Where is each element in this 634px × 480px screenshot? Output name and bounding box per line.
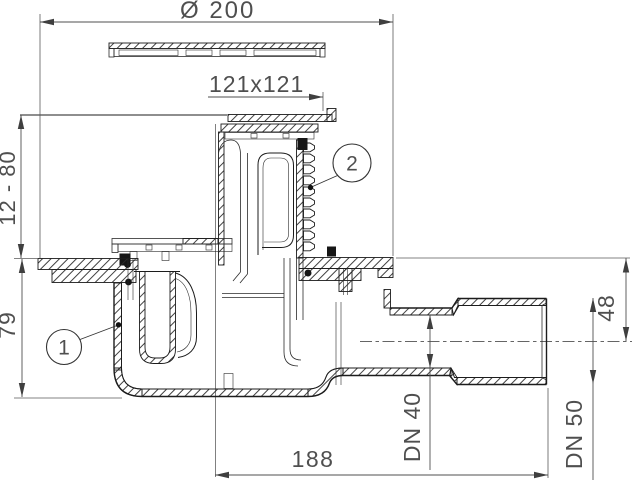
drain-body <box>113 282 548 398</box>
arrow-up-icon <box>426 315 434 329</box>
arrow-left-icon <box>215 471 229 479</box>
dim-socket-diameter: DN 50 <box>561 298 597 480</box>
dim-pipe-diameter: DN 40 <box>399 315 434 470</box>
dim-label-length: 188 <box>292 446 335 472</box>
dim-label-outlet-axis-height: 48 <box>593 294 619 322</box>
dim-grate-size: 121x121 <box>208 71 324 111</box>
dim-adjust-range: 12 - 80 <box>0 115 25 258</box>
arrow-right-icon <box>379 18 393 26</box>
callout-1-label: 1 <box>58 337 70 360</box>
dim-body-height: 79 <box>0 258 122 399</box>
arrow-down-icon <box>622 327 630 341</box>
callout-2-label: 2 <box>346 153 358 176</box>
callout-1: 1 <box>45 322 122 366</box>
arrow-down-icon <box>17 244 25 258</box>
o-ring-left-upper <box>124 261 131 268</box>
arrow-up-icon <box>589 298 597 312</box>
inner-shelf <box>222 293 284 298</box>
arrow-right-icon <box>534 471 548 479</box>
arrow-up-icon <box>17 115 25 129</box>
dim-outlet-axis-height: 48 <box>396 257 630 341</box>
dim-label-pipe-diameter: DN 40 <box>399 392 425 462</box>
clamp-screw <box>338 268 353 292</box>
dim-length: 188 <box>215 388 549 479</box>
arrow-up-icon <box>18 259 26 273</box>
socket-top-wall <box>457 298 547 306</box>
dim-label-top-diameter: Ø 200 <box>180 0 255 24</box>
dim-label-socket-diameter: DN 50 <box>561 399 587 469</box>
arrow-down-icon <box>426 354 434 368</box>
outlet-pipe-top <box>390 297 547 309</box>
telescopic-extension <box>218 108 337 320</box>
arrow-right-icon <box>309 93 323 101</box>
o-ring-left-lower <box>125 278 132 286</box>
dim-label-adjust-range: 12 - 80 <box>0 150 20 226</box>
socket-bottom-wall <box>456 377 547 385</box>
arrow-up-icon <box>622 258 630 273</box>
trap-insert <box>127 258 342 389</box>
dim-label-grate-size: 121x121 <box>209 71 304 97</box>
flange-seal-ring <box>327 246 336 257</box>
clamping-flange <box>37 246 394 295</box>
adjustment-ribs <box>303 142 315 252</box>
upper-seal-ring <box>297 138 308 150</box>
arrow-down-icon <box>18 383 26 397</box>
arrow-left-icon <box>40 18 54 26</box>
o-ring-right <box>304 269 312 277</box>
dim-label-body-height: 79 <box>0 311 20 339</box>
arrow-down-icon <box>589 370 597 384</box>
callout-2: 2 <box>307 143 372 191</box>
dim-top-diameter: Ø 200 <box>39 0 394 258</box>
grate-cross-section <box>108 42 326 58</box>
